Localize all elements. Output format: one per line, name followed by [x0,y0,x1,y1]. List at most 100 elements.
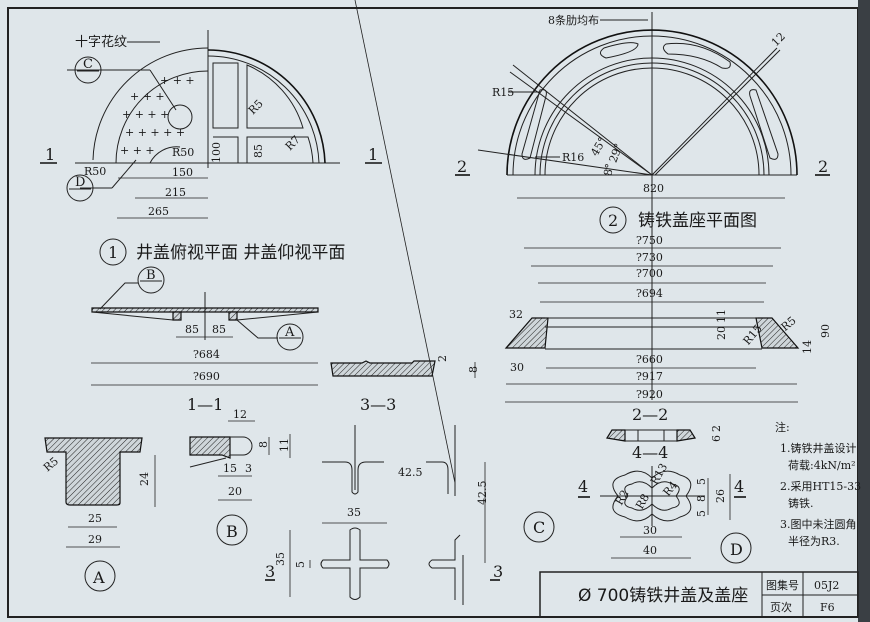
dim-40: 40 [643,544,657,557]
detail-c-ref: C [83,57,93,72]
radius-label: R50 [84,165,106,178]
pattern-label: 十字花纹 [75,34,127,50]
diameter-label: ?694 [636,287,663,300]
dim-100: 100 [210,142,223,163]
dim-11: 11 [278,438,291,452]
dim-25: 25 [88,512,102,525]
section-mark: 3 [265,562,275,581]
dim-42-5: 42.5 [476,481,489,506]
dim-85: 85 [212,323,226,336]
dim-8: 8 [467,366,480,373]
section-mark: 1 [45,145,55,164]
dim-5: 5 [695,478,708,485]
dim-12: 12 [233,408,247,421]
note-line: 铸铁. [788,496,814,510]
detail-a-circle [84,560,116,592]
dim-215: 215 [165,186,186,199]
section-mark: 1 [368,145,378,164]
note-line: 1.铸铁井盖设计 [780,441,857,455]
radius-label: R15 [492,86,514,99]
section-title: 3—3 [360,395,396,414]
section-title: 4—4 [632,443,668,462]
drawing-caption: 铸铁盖座平面图 [638,211,757,231]
detail-label: D [730,540,743,559]
detail-b-drawing [189,420,291,546]
page-edge [858,0,870,622]
detail-d-circle [720,532,752,564]
page-label: 页次 [770,600,792,614]
dim-26: 26 [714,489,727,503]
dim-265: 265 [148,205,169,218]
drawing-number: 2 [608,211,618,230]
atlas-label: 图集号 [766,578,799,592]
dim-5: 5 [695,510,708,517]
section-title: 1—1 [187,395,223,414]
notes-heading: 注: [775,420,790,434]
dim-150: 150 [172,166,193,179]
section-mark: 3 [493,562,503,581]
detail-b-ref: B [146,268,156,283]
dim-20: 20 [228,485,242,498]
detail-a-bubble [276,323,304,351]
dim-6: 6 [710,435,723,442]
detail-a-drawing [44,437,156,592]
detail-b-circle [216,514,248,546]
seat-plan [455,12,830,400]
dim-35: 35 [274,552,287,566]
diameter-label: ?660 [636,353,663,366]
diameter-label: ?920 [636,388,663,401]
dim-20: 20 [715,326,728,340]
detail-c-circle [523,511,555,543]
dim-35: 35 [347,506,361,519]
diameter-label: ?700 [636,267,663,280]
page-value: F6 [820,601,835,614]
detail-d-bubble [66,174,94,202]
dim-11: 11 [715,309,728,323]
dim-32: 32 [509,308,523,321]
svg-text:+ + +: + + + [160,74,195,87]
title-block [539,571,859,618]
dim-85: 85 [252,144,265,158]
dim-8: 8 [257,441,270,448]
dim-5: 5 [294,561,307,568]
note-line: 荷载:4kN/m² [788,459,856,472]
section-mark: 4 [578,477,588,496]
section-mark: 2 [818,157,828,176]
detail-c-drawing [265,0,555,605]
detail-d-drawing [578,429,752,564]
section-3-3 [330,360,476,378]
diameter-label: ?684 [193,348,220,361]
drawing-caption: 井盖俯视平面 井盖仰视平面 [136,243,345,263]
cover-plan: + + ++ + + + + + + + ++ + + + + + [40,30,382,266]
diameter-label: ?690 [193,370,220,383]
dim-15: 15 [223,462,237,475]
angle-label: 29° [607,142,626,165]
dim-30: 30 [510,361,524,374]
dim-24: 24 [138,472,151,486]
angle-label: 8° [601,162,616,177]
dim-90: 90 [819,324,832,338]
dim-14: 14 [801,340,814,354]
detail-d-ref: D [75,175,85,190]
svg-text:+ + +: + + + [130,90,165,103]
section-2-2 [504,247,800,403]
section-title: 2—2 [632,405,668,424]
dim-2: 2 [436,355,449,362]
dim-2: 2 [710,425,723,432]
section-mark: 4 [734,477,744,496]
notes: 注: 1.铸铁井盖设计 荷载:4kN/m² 2.采用HT15-33 铸铁. 3.… [775,420,861,548]
note-line: 3.图中未注圆角 [780,517,857,531]
dim-820: 820 [643,182,664,195]
diameter-label: ?730 [636,251,663,264]
detail-a-ref: A [284,325,295,340]
drawing-number-circle [99,238,127,266]
svg-text:+ + + + +: + + + + + [125,126,185,139]
dim-29: 29 [88,533,102,546]
svg-text:+ + + +: + + + + [122,108,169,121]
diameter-label: ?750 [636,234,663,247]
dim-42-5: 42.5 [398,466,423,479]
section-1-1 [91,266,319,386]
section-mark: 2 [457,157,467,176]
drawing-number-circle [599,206,627,234]
